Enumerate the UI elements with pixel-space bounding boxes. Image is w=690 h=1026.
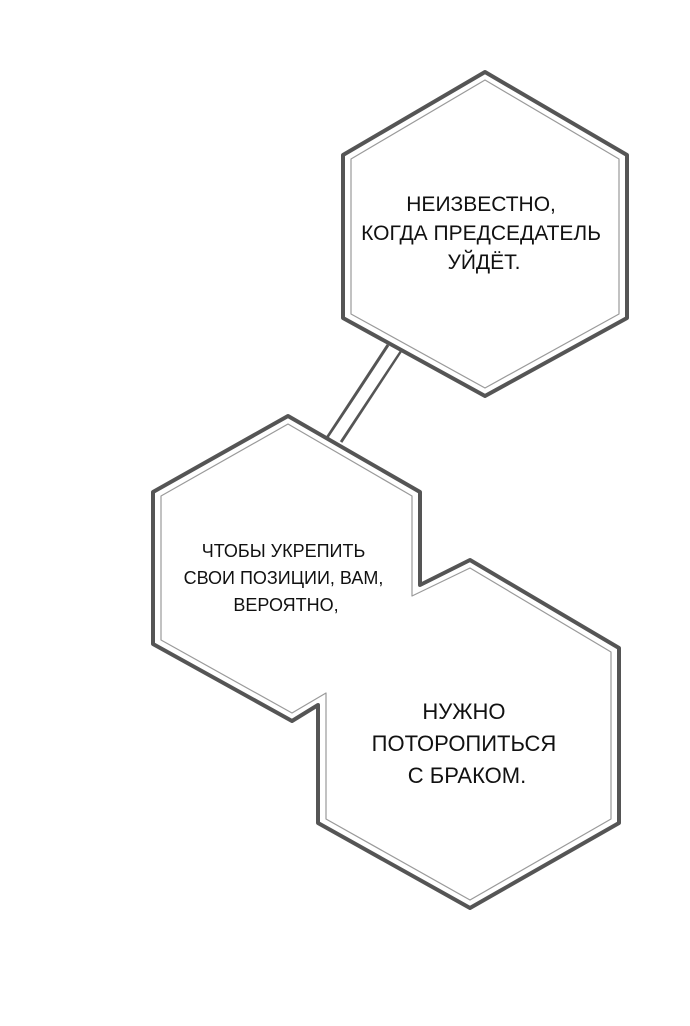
- bubble-bottom-line-3: С БРАКОМ.: [408, 763, 526, 788]
- bubble-bottom-line-1: НУЖНО: [422, 699, 505, 724]
- bubble-connector: [325, 344, 404, 443]
- bubble-middle-line-1: ЧТОБЫ УКРЕПИТЬ: [202, 541, 366, 561]
- bubble-top-line-3: УЙДЁТ.: [447, 250, 520, 274]
- bubble-middle-text: ЧТОБЫ УКРЕПИТЬ СВОИ ПОЗИЦИИ, ВАМ, ВЕРОЯТ…: [184, 541, 389, 615]
- bubble-top-line-1: НЕИЗВЕСТНО,: [406, 193, 556, 216]
- bubble-bottom-line-2: ПОТОРОПИТЬСЯ: [372, 731, 557, 756]
- bubble-top-text: НЕИЗВЕСТНО, КОГДА ПРЕДСЕДАТЕЛЬ УЙДЁТ.: [361, 193, 607, 274]
- bubble-top-line-2: КОГДА ПРЕДСЕДАТЕЛЬ: [361, 222, 601, 245]
- bubble-bottom-text: НУЖНО ПОТОРОПИТЬСЯ С БРАКОМ.: [372, 699, 563, 788]
- bubble-middle-line-2: СВОИ ПОЗИЦИИ, ВАМ,: [184, 568, 384, 588]
- bubble-middle-line-3: ВЕРОЯТНО,: [233, 595, 338, 615]
- speech-bubble-top: НЕИЗВЕСТНО, КОГДА ПРЕДСЕДАТЕЛЬ УЙДЁТ.: [341, 70, 629, 398]
- speech-bubble-merged: ЧТОБЫ УКРЕПИТЬ СВОИ ПОЗИЦИИ, ВАМ, ВЕРОЯТ…: [151, 414, 621, 910]
